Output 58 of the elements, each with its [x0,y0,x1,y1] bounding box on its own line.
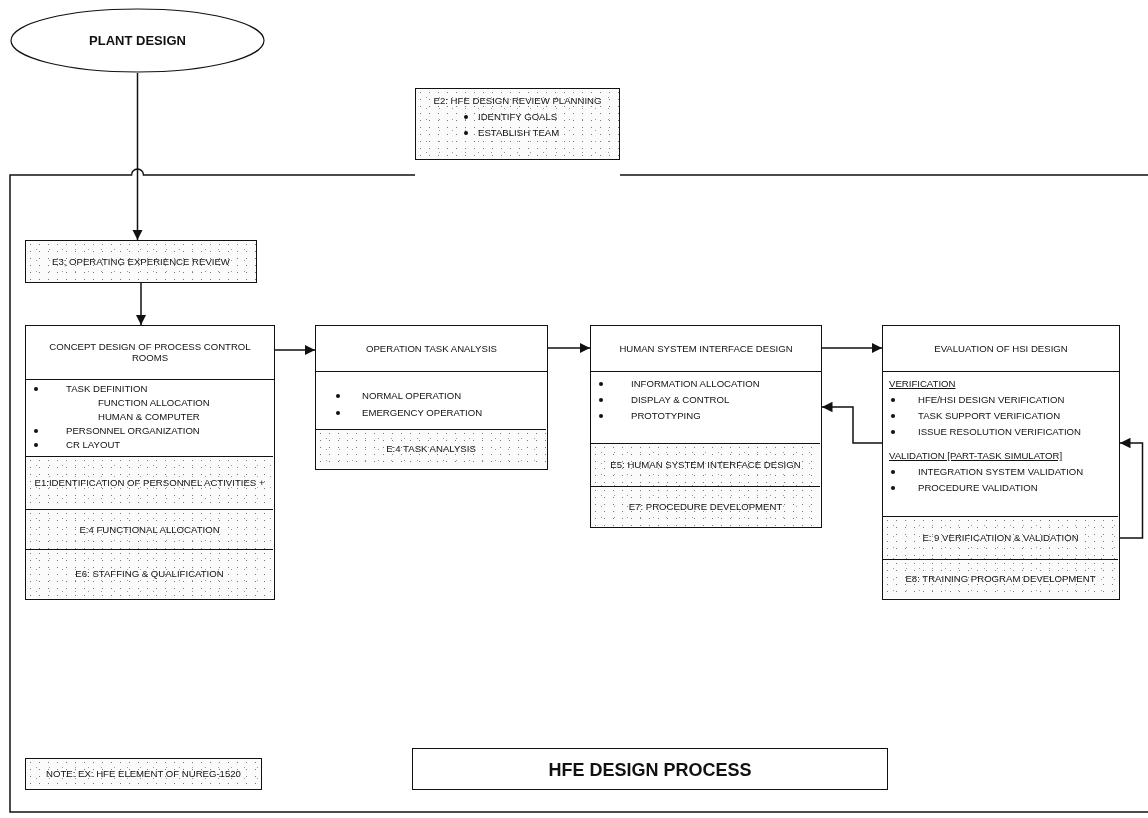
node-label: E:4 FUNCTIONAL ALLOCATION [78,523,221,536]
process-box [315,325,548,470]
node-label: PLANT DESIGN [88,32,187,49]
element-box [26,456,273,509]
element-box [316,429,546,468]
list-item: CR LAYOUT [66,439,121,451]
node-label: E:4 TASK ANALYSIS [385,443,477,455]
element-box [883,516,1118,559]
node-label: E5: HUMAN SYSTEM INTERFACE DESIGN [609,459,802,471]
list-item: ESTABLISH TEAM [478,127,560,139]
element-box [25,240,257,283]
node-label: NOTE: EX: HFE ELEMENT OF NUREG-1520 [45,768,242,780]
list-item: FUNCTION ALLOCATION [98,397,210,409]
arrow [135,282,147,326]
process-box [590,325,822,528]
node-heading: HUMAN SYSTEM INTERFACE DESIGN [618,342,794,355]
section-heading: VALIDATION [PART-TASK SIMULATOR] [889,450,1063,462]
node-label: E8: TRAINING PROGRAM DEVELOPMENT [904,573,1097,585]
list-item: IDENTIFY GOALS [478,111,558,123]
node-label: E: 9 VERIFICATIION & VALIDATION [921,532,1080,544]
list-item: PERSONNEL ORGANIZATION [66,425,200,437]
list-item: EMERGENCY OPERATION [362,407,483,419]
list-item: HUMAN & COMPUTER [98,411,200,423]
list-item: INTEGRATION SYSTEM VALIDATION [918,466,1084,478]
node-label: E1:IDENTIFICATION OF PERSONNEL ACTIVITIES + [33,477,266,489]
element-box [26,509,273,549]
list-item: TASK SUPPORT VERIFICATION [918,410,1061,422]
node-label: E3; OPERATING EXPERIENCE REVIEW [51,255,231,268]
arrow [547,342,591,354]
list-item: DISPLAY & CONTROL [631,394,730,406]
arrow [821,401,883,444]
diagram-title: HFE DESIGN PROCESS [547,760,753,781]
list-item: HFE/HSI DESIGN VERIFICATION [918,394,1065,406]
node-heading: E2: HFE DESIGN REVIEW PLANNING [432,95,603,107]
element-box [591,443,820,486]
element-box [26,549,273,598]
arrow [132,72,143,241]
node-heading: EVALUATION OF HSI DESIGN [933,342,1069,355]
element-box [883,559,1118,598]
section-heading: VERIFICATION [889,378,956,390]
list-item: PROCEDURE VALIDATION [918,482,1038,494]
arrow [274,344,316,356]
element-box [25,758,262,790]
node-label: E6: STAFFING & QUALIFICATION [74,568,225,580]
list-item: NORMAL OPERATION [362,390,462,402]
ellipse-node [10,8,265,73]
list-item: TASK DEFINITION [66,383,148,395]
element-box [591,486,820,526]
node-heading: CONCEPT DESIGN OF PROCESS CONTROL ROOMS [48,340,252,365]
node-heading: OPERATION TASK ANALYSIS [365,342,498,355]
element-box [415,88,620,160]
list-item: PROTOTYPING [631,410,701,422]
process-box [882,325,1120,600]
list-item: INFORMATION ALLOCATION [631,378,760,390]
list-item: ISSUE RESOLUTION VERIFICATION [918,426,1081,438]
process-box [25,325,275,600]
arrow [821,342,883,354]
node-label: E7: PROCEDURE DEVELOPMENT [627,500,784,513]
